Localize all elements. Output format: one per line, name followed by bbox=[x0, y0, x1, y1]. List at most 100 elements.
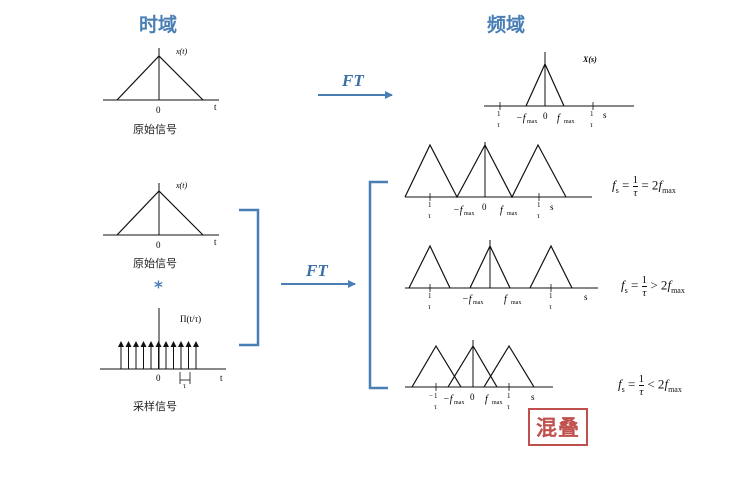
ft-label-top: FT bbox=[342, 71, 364, 90]
origin-label: 0 bbox=[470, 392, 475, 402]
spectrum-copy-right bbox=[529, 244, 573, 289]
tau-label: τ bbox=[497, 121, 500, 129]
pos-fmax-label: f bbox=[557, 113, 561, 124]
original-signal-plot-mid: x(t) 0 t bbox=[103, 181, 219, 250]
origin-label: 0 bbox=[156, 240, 161, 250]
one-over-tau-neg: 1 bbox=[497, 110, 501, 118]
original-signal-plot-top: x(t) 0 t bbox=[103, 47, 219, 115]
formula-case3: fs = 1 τ < 2fmax bbox=[618, 373, 682, 398]
fmax-sub: max bbox=[527, 119, 537, 125]
formula-rel2: = 2 bbox=[641, 177, 659, 193]
aliasing-label: 混叠 bbox=[528, 408, 588, 446]
formula-lhs-sub: s bbox=[615, 186, 619, 196]
axis-var-label: s bbox=[603, 110, 607, 120]
formula-rel1: = bbox=[631, 277, 639, 293]
formula-case2: fs = 1 τ > 2fmax bbox=[621, 274, 685, 299]
pos-fmax-label: f bbox=[485, 394, 489, 405]
formula-fmax-sub: max bbox=[671, 286, 685, 296]
formula-lhs: f bbox=[612, 177, 616, 193]
one-over-tau-pos: 1 bbox=[590, 110, 594, 118]
tau-label: τ bbox=[434, 403, 437, 411]
axis-var-label: t bbox=[214, 102, 217, 112]
axis-var-label: t bbox=[220, 373, 223, 383]
tau-label: τ bbox=[428, 303, 431, 311]
neg-fmax-label: −f bbox=[516, 113, 527, 124]
axis-var-label: s bbox=[531, 392, 535, 402]
frequency-domain-heading: 频域 bbox=[487, 14, 526, 36]
spectrum-plot-case3: − 1 τ 1 τ −f max 0 f max s bbox=[405, 340, 553, 411]
origin-label: 0 bbox=[156, 373, 161, 383]
formula-case1: fs = 1 τ = 2fmax bbox=[612, 174, 676, 199]
fmax-sub: max bbox=[492, 400, 502, 406]
fmax-sub: max bbox=[507, 211, 517, 217]
frac-num: 1 bbox=[632, 174, 639, 187]
signal-label: x(t) bbox=[175, 47, 187, 56]
spectrum-triangle bbox=[525, 62, 565, 107]
formula-rel2: < 2 bbox=[647, 376, 665, 392]
impulse-train bbox=[118, 341, 199, 369]
one-label: 1 bbox=[507, 392, 511, 400]
frac-den: τ bbox=[633, 187, 638, 199]
fmax-sub: max bbox=[473, 300, 483, 306]
signal-label: x(t) bbox=[175, 181, 187, 190]
frac-num: 1 bbox=[641, 274, 648, 287]
formula-fraction: 1 τ bbox=[641, 274, 648, 299]
formula-fmax: f bbox=[658, 177, 663, 193]
origin-label: 0 bbox=[543, 111, 548, 121]
formula-lhs-sub: s bbox=[624, 286, 628, 296]
formula-fmax: f bbox=[667, 277, 672, 293]
one-label: 1 bbox=[549, 292, 553, 300]
tau-label: τ bbox=[428, 212, 431, 220]
repeated-spectra bbox=[404, 143, 567, 199]
left-bracket bbox=[239, 208, 260, 347]
axis-var-label: t bbox=[214, 237, 217, 247]
pos-fmax-label: f bbox=[504, 294, 508, 305]
triangle-signal bbox=[116, 190, 204, 236]
pos-fmax-label: f bbox=[500, 205, 504, 216]
original-signal-caption-mid: 原始信号 bbox=[133, 257, 177, 270]
formula-fmax: f bbox=[664, 376, 669, 392]
spectrum-copy-left bbox=[411, 344, 462, 388]
formula-fmax-sub: max bbox=[662, 186, 676, 196]
spectrum-copy-right bbox=[483, 344, 535, 388]
tau-label: τ bbox=[549, 303, 552, 311]
one-label: 1 bbox=[537, 201, 541, 209]
frac-den: τ bbox=[639, 386, 644, 398]
right-bracket bbox=[368, 180, 388, 390]
formula-lhs: f bbox=[618, 376, 622, 392]
frac-den: τ bbox=[642, 287, 647, 299]
origin-label: 0 bbox=[156, 105, 161, 115]
fmax-sub: max bbox=[464, 211, 474, 217]
one-label: 1 bbox=[428, 292, 432, 300]
convolution-symbol: * bbox=[154, 278, 163, 298]
spectrum-copy-center bbox=[469, 244, 511, 289]
original-signal-caption-top: 原始信号 bbox=[133, 123, 177, 136]
neg-fmax-label: −f bbox=[462, 294, 473, 305]
origin-label: 0 bbox=[482, 202, 487, 212]
tau-label: τ bbox=[537, 212, 540, 220]
sampling-comb-plot: Π(t/τ) 0 t τ bbox=[100, 308, 226, 390]
frac-num: 1 bbox=[638, 373, 645, 386]
axis-var-label: s bbox=[550, 202, 554, 212]
formula-fmax-sub: max bbox=[668, 385, 682, 395]
formula-fraction: 1 τ bbox=[632, 174, 639, 199]
one-label: 1 bbox=[428, 201, 432, 209]
triangle-signal bbox=[116, 55, 204, 101]
formula-rel2: > 2 bbox=[650, 277, 668, 293]
spectrum-plot-case1: 1 τ 1 τ −f max 0 f max s bbox=[404, 142, 592, 220]
spectrum-copy-left bbox=[408, 244, 451, 289]
axis-var-label: s bbox=[584, 292, 588, 302]
spectrum-label: X(s) bbox=[582, 55, 597, 64]
spectrum-plot-case2: 1 τ 1 τ −f max f max s bbox=[405, 240, 598, 311]
spectrum-plot-top: X(s) 1 τ 1 τ −f max 0 f max s bbox=[484, 52, 634, 129]
spectrum-copy-center bbox=[447, 344, 498, 388]
neg-fmax-label: −f bbox=[453, 205, 464, 216]
formula-rel1: = bbox=[628, 376, 636, 392]
comb-label: Π(t/τ) bbox=[180, 314, 201, 324]
time-domain-heading: 时域 bbox=[139, 14, 178, 36]
formula-lhs-sub: s bbox=[621, 385, 625, 395]
formula-rel1: = bbox=[622, 177, 630, 193]
formula-fraction: 1 τ bbox=[638, 373, 645, 398]
formula-lhs: f bbox=[621, 277, 625, 293]
